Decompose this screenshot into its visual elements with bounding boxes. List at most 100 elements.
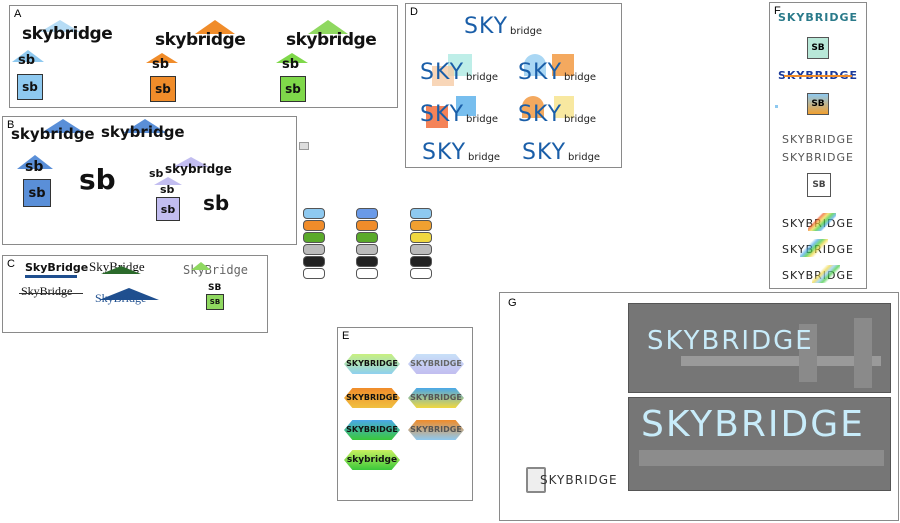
roof-shape <box>12 50 44 62</box>
badge-text: SKYBRIDGE <box>410 393 462 402</box>
sb-box-lavender: sb <box>156 197 180 221</box>
roof-shape <box>191 262 211 270</box>
color-stack-2 <box>356 208 378 280</box>
roof-shape <box>195 20 235 34</box>
square-shape <box>456 96 476 116</box>
logo-skybridge-green: skybridge <box>286 30 377 50</box>
badge-skybridge: SKYBRIDGE <box>408 354 464 374</box>
roof-shape <box>146 53 178 63</box>
badge-text: SKYBRIDGE <box>346 359 398 368</box>
panel-label: D <box>410 6 418 18</box>
roof-shape <box>308 20 348 34</box>
caliper-image-2: SKYBRIDGE <box>628 397 891 491</box>
sb-mark-large: sb <box>203 191 230 215</box>
caliper-jaw <box>854 318 872 388</box>
panel-f: F SKYBRIDGE SB SKYBRIDGE SB SKYBRIDGE SK… <box>769 2 867 289</box>
color-stack-1 <box>303 208 325 280</box>
panel-label: A <box>14 8 22 20</box>
square-shape <box>426 106 448 128</box>
stripe-bar <box>784 75 852 77</box>
roof-shape <box>99 288 159 300</box>
tiny-thumbnail <box>299 142 309 150</box>
badge-text: SKYBRIDGE <box>346 425 398 434</box>
sb-mark: sb <box>149 167 164 180</box>
skybridge-title: SKYBRIDGE <box>647 326 814 356</box>
logo-skybridge-bold: SkyBridge <box>25 261 89 274</box>
caliper-icon <box>526 467 546 493</box>
panel-label: G <box>508 297 517 309</box>
caliper-beam <box>639 450 884 466</box>
sb-mark: sb <box>18 53 36 68</box>
panel-e: E SKYBRIDGE SKYBRIDGE SKYBRIDGE SKYBRIDG… <box>337 327 473 501</box>
panel-d: D SKY bridge SKY bridge SKY bridge SKY b… <box>405 3 622 168</box>
sb-mark: sb <box>25 159 44 175</box>
badge-text: SKYBRIDGE <box>346 393 398 402</box>
skybridge-title: SKYBRIDGE <box>641 404 865 445</box>
logo-skybridge-lavender: skybridge <box>165 162 232 176</box>
roof-shape <box>41 119 85 133</box>
square-shape <box>552 54 574 76</box>
sb-mark: SB <box>208 283 222 293</box>
bridge-text: bridge <box>466 72 499 83</box>
logo-skybridge-orange: skybridge <box>155 30 246 50</box>
sky-text: SKY <box>422 140 467 165</box>
logo-skybridge-serif: SkyBridge <box>21 284 73 298</box>
panel-b: B skybridge skybridge sb sb sb skybridge… <box>2 116 297 245</box>
rainbow-slash <box>800 239 828 257</box>
sb-mark: sb <box>160 183 175 196</box>
square-shape <box>522 96 544 118</box>
wordmark-gradient: SKYBRIDGE <box>777 11 859 24</box>
square-shape <box>524 54 546 76</box>
sb-box-green: SB <box>206 294 224 310</box>
caliper-jaw <box>799 324 817 382</box>
bridge-text: bridge <box>564 114 597 125</box>
square-shape <box>432 66 454 86</box>
panel-label: B <box>7 119 15 131</box>
badge-text: SKYBRIDGE <box>410 359 462 368</box>
roof-shape <box>154 177 182 185</box>
roof-shape <box>173 157 209 167</box>
square-shape <box>448 54 472 76</box>
logo-skybridge-blue: skybridge <box>22 24 113 44</box>
badge-skybridge: SKYBRIDGE <box>344 354 400 374</box>
rainbow-slash <box>808 213 836 231</box>
sb-box: sb <box>23 179 51 207</box>
badge-skybridge: SKYBRIDGE <box>408 420 464 440</box>
sb-box-white: SB <box>807 173 831 197</box>
bridge-text: bridge <box>564 72 597 83</box>
sky-text: SKY <box>518 60 563 85</box>
sb-mark-large: sb <box>79 163 116 196</box>
underline-bar <box>25 275 77 278</box>
color-stack-3 <box>410 208 432 280</box>
wordmark-outline: SKYBRIDGE <box>782 151 854 164</box>
sky-text: SKY <box>420 102 465 127</box>
sb-box-green: sb <box>280 76 306 102</box>
roof-shape <box>101 266 141 274</box>
badge-text: skybridge <box>346 455 398 465</box>
badge-skybridge: SKYBRIDGE <box>408 388 464 408</box>
badge-skybridge: SKYBRIDGE <box>344 420 400 440</box>
panel-label: C <box>7 258 15 270</box>
bridge-text: bridge <box>468 152 501 163</box>
sky-text: SKY <box>420 60 465 85</box>
roof-shape <box>276 53 308 63</box>
bridge-text: bridge <box>510 26 543 37</box>
roof-shape <box>123 119 167 133</box>
badge-skybridge: SKYBRIDGE <box>344 388 400 408</box>
panel-a: A skybridge skybridge skybridge sb sb sb… <box>9 5 398 108</box>
tiny-dot <box>775 105 778 108</box>
sb-box-blue: sb <box>17 74 43 100</box>
sky-text: SKY <box>518 102 563 127</box>
wordmark-outline: SKYBRIDGE <box>782 133 854 146</box>
sb-mark: sb <box>152 57 170 72</box>
badge-text: SKYBRIDGE <box>410 425 462 434</box>
sb-box-teal: SB <box>807 37 829 59</box>
skybridge-small: SKYBRIDGE <box>540 473 618 487</box>
caliper-image-1: SKYBRIDGE <box>628 303 891 393</box>
panel-g: G SKYBRIDGE SKYBRIDGE SKYBRIDGE <box>499 292 899 521</box>
rainbow-slash <box>812 265 840 283</box>
sb-box-orange: SB <box>807 93 829 115</box>
bridge-line <box>19 293 83 294</box>
sb-mark: sb <box>282 57 300 72</box>
badge-skybridge: skybridge <box>344 450 400 470</box>
